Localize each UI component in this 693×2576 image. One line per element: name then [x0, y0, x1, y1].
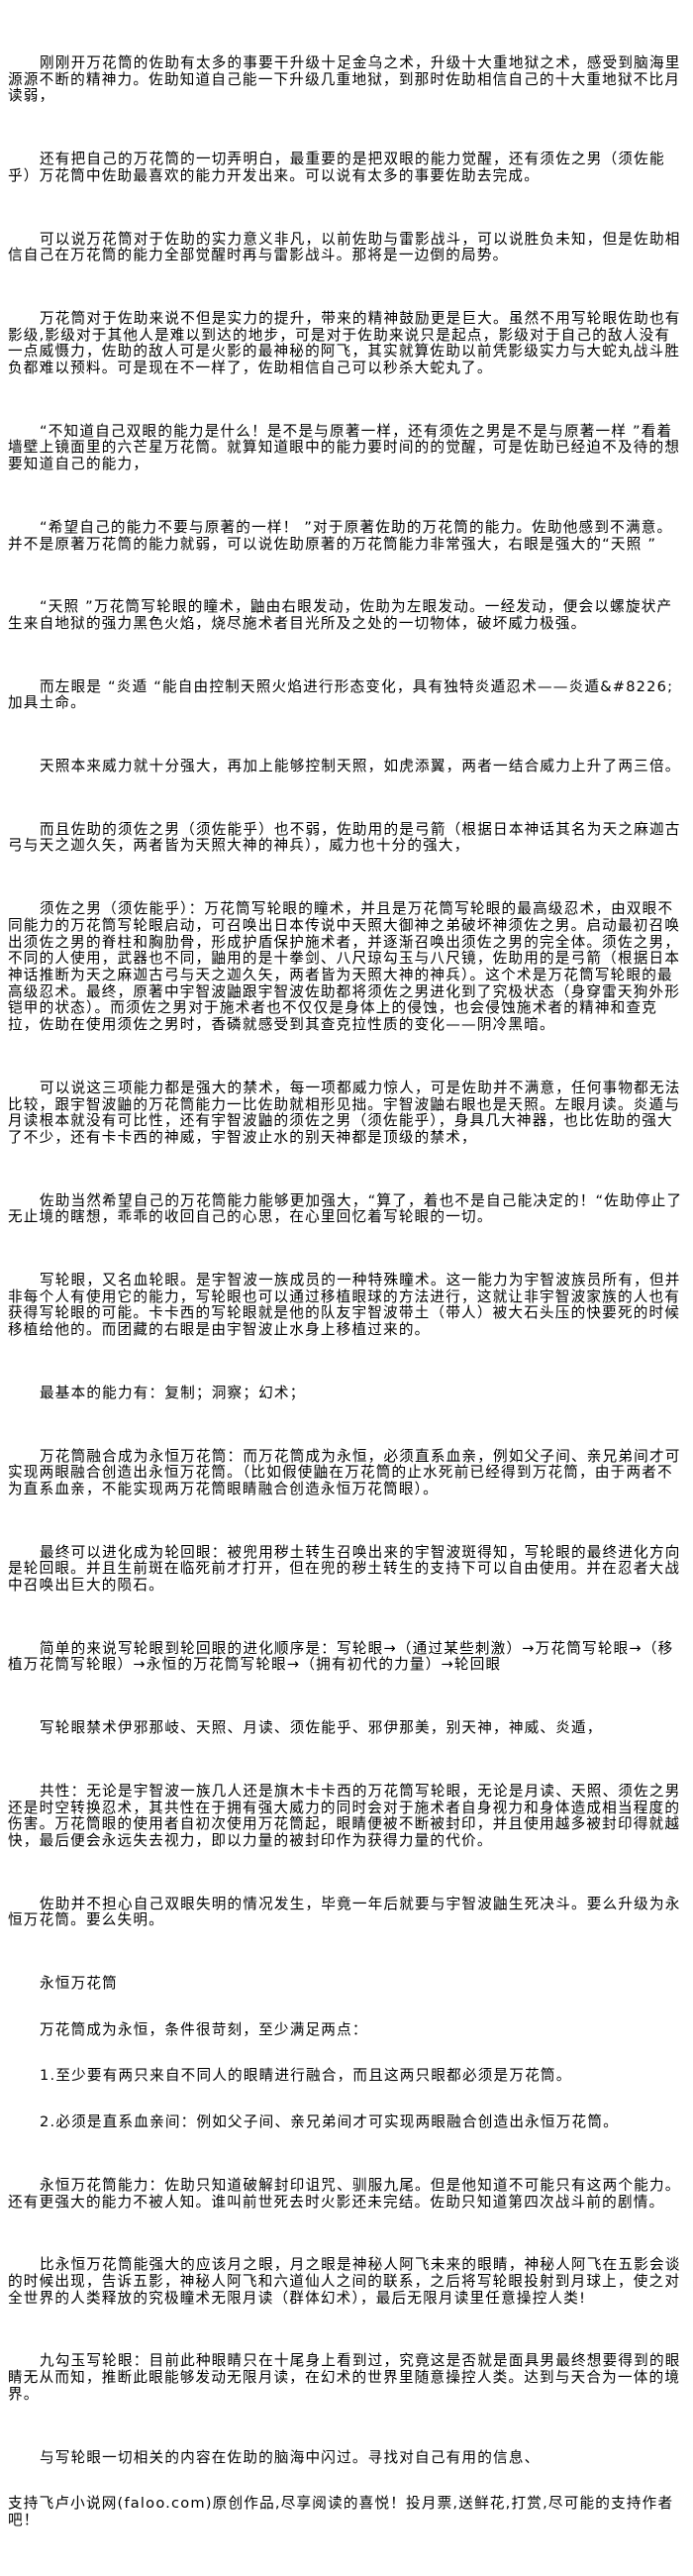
paragraph: 万花筒融合成为永恒万花筒：而万花筒成为永恒，必须直系血亲，例如父子间、亲兄弟间才… — [8, 1447, 681, 1497]
paragraph: 万花筒成为永恒，条件很苛刻，至少满足两点： — [40, 2020, 368, 2038]
paragraph: “天照 ”万花筒写轮眼的瞳术，鼬由右眼发动，佐助为左眼发动。一经发动，便会以螺旋… — [8, 598, 673, 632]
chapter-text: 刚刚开万花筒的佐助有太多的事要干升级十足金乌之术，升级十大重地狱之术，感受到脑海… — [8, 54, 685, 2576]
paragraph: 而左眼是 “炎遁 “能自由控制天照火焰进行形态变化，具有独特炎遁忍术——炎遁&#… — [8, 677, 674, 712]
paragraph: “希望自己的能力不要与原著的一样！ ”对于原著佐助的万花筒的能力。佐助他感到不满… — [8, 518, 673, 553]
paragraph: 九勾玉写轮眼：目前此种眼睛只在十尾身上看到过，究竟这是否就是面具男最终想要得到的… — [8, 2352, 681, 2403]
paragraph: 与写轮眼一切相关的内容在佐助的脑海中闪过。寻找对自己有用的信息、 — [40, 2448, 541, 2466]
paragraph: “不知道自己双眼的能力是什么！是不是与原著一样，还有须佐之男是不是与原著一样 ”… — [8, 422, 681, 473]
paragraph: 写轮眼禁术伊邪那岐、天照、月读、须佐能乎、邪伊那美，别天神，神威、炎遁， — [40, 1719, 603, 1737]
paragraph: 佐助并不担心自己双眼失明的情况发生，毕竟一年后就要与宇智波鼬生死决斗。要么升级为… — [8, 1895, 681, 1929]
paragraph: 万花筒对于佐助来说不但是实力的提升，带来的精神鼓励更是巨大。虽然不用写轮眼佐助也… — [8, 309, 681, 377]
footer-promo: 支持飞卢小说网(faloo.com)原创作品,尽享阅读的喜悦！投月票,送鲜花,打… — [8, 2495, 674, 2528]
paragraph: 天照本来威力就十分强大，再加上能够控制天照，如虎添翼，两者一结合威力上升了两三倍… — [40, 758, 681, 775]
paragraph: 刚刚开万花筒的佐助有太多的事要干升级十足金乌之术，升级十大重地狱之术，感受到脑海… — [8, 54, 681, 105]
paragraph: 佐助当然希望自己的万花筒能力能够更加强大，“算了，着也不是自己能决定的！“佐助停… — [8, 1191, 683, 1226]
paragraph: 须佐之男（须佐能乎）：万花筒写轮眼的瞳术，并且是万花筒写轮眼的最高级忍术，由双眼… — [8, 900, 681, 1034]
section-heading: 永恒万花筒 — [40, 1975, 118, 1993]
paragraph: 比永恒万花筒能强大的应该月之眼，月之眼是神秘人阿飞未来的眼睛，神秘人阿飞在五影会… — [8, 2256, 681, 2307]
paragraph: 而且佐助的须佐之男（须佐能乎）也不弱，佐助用的是弓箭（根据日本神话其名为天之麻迦… — [8, 820, 681, 855]
list-item: 2.必须是直系血亲间：例如父子间、亲兄弟间才可实现两眼融合创造出永恒万花筒。 — [40, 2113, 619, 2131]
paragraph: 可以说万花筒对于佐助的实力意义非凡，以前佐助与雷影战斗，可以说胜负未知，但是佐助… — [8, 230, 681, 264]
paragraph: 最基本的能力有：复制；洞察；幻术； — [40, 1384, 306, 1401]
list-item: 1.至少要有两只来自不同人的眼睛进行融合，而且这两只眼都必须是万花筒。 — [40, 2067, 572, 2085]
paragraph: 简单的来说写轮眼到轮回眼的进化顺序是：写轮眼→（通过某些刺激）→万花筒写轮眼→（… — [8, 1639, 674, 1674]
paragraph: 还有把自己的万花筒的一切弄明白，最重要的是把双眼的能力觉醒，还有须佐之男（须佐能… — [8, 151, 665, 184]
paragraph: 永恒万花筒能力：佐助只知道破解封印诅咒、驯服九尾。但是他知道不可能只有这两个能力… — [8, 2176, 681, 2211]
paragraph: 可以说这三项能力都是强大的禁术，每一项都威力惊人，可是佐助并不满意，任何事物都无… — [8, 1079, 681, 1146]
paragraph: 共性：无论是宇智波一族几人还是旗木卡卡西的万花筒写轮眼，无论是月读、天照、须佐之… — [8, 1782, 681, 1849]
paragraph: 最终可以进化成为轮回眼：被兜用秽土转生召唤出来的宇智波斑得知，写轮眼的最终进化方… — [8, 1543, 681, 1595]
paragraph: 写轮眼，又名血轮眼。是宇智波一族成员的一种特殊瞳术。这一能力为宇智波族员所有，但… — [8, 1272, 681, 1339]
